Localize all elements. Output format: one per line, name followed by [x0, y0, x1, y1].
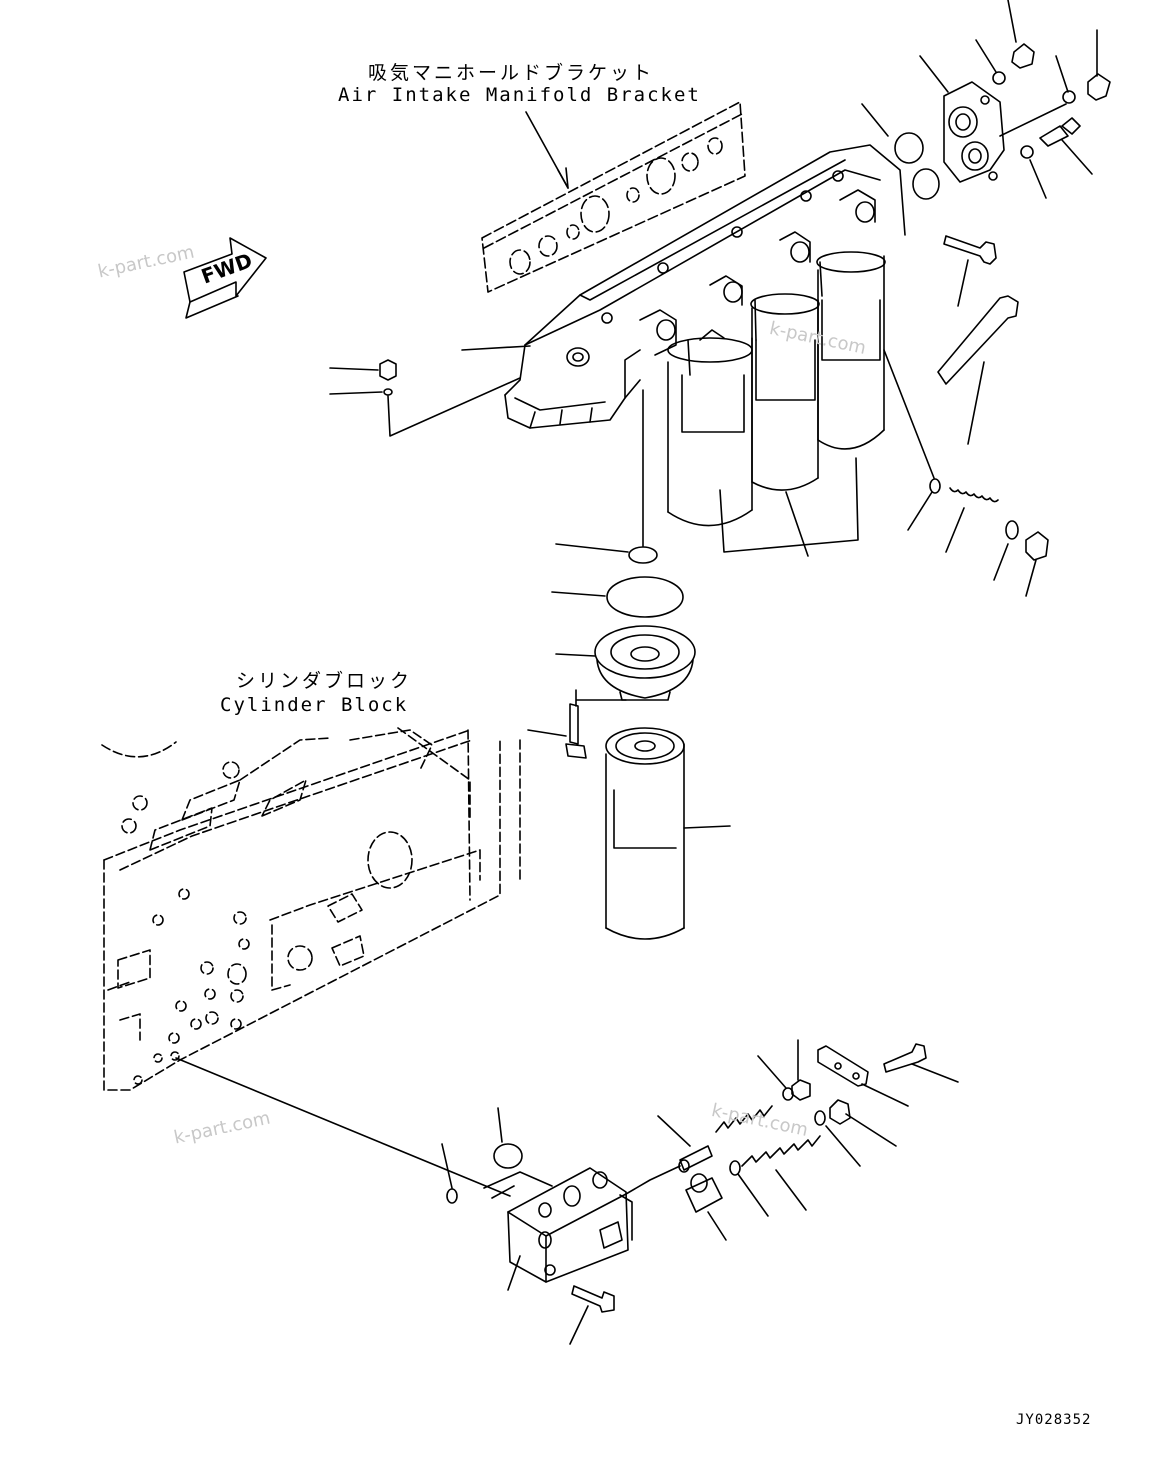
- drawing-code: JY028352: [1016, 1412, 1092, 1428]
- valve-cover-bolt: [883, 1043, 959, 1083]
- air-intake-bracket-label-jp: 吸気マニホールドブラケット: [368, 62, 655, 84]
- cylinder-block-label-jp: シリンダブロック: [236, 670, 413, 692]
- valve-sleeve: [685, 1173, 727, 1241]
- top-right-small-parts: [992, 43, 1111, 159]
- valve-plugs: [791, 1039, 897, 1147]
- filter-adapter: [555, 625, 696, 701]
- filter-head-housing: [504, 144, 906, 429]
- filter-seal: [555, 389, 658, 564]
- bolt-upper: [943, 235, 997, 307]
- block-to-valve-leader: [175, 1057, 511, 1197]
- adapter-bolt: [527, 689, 627, 759]
- bracket-label-leader: [525, 111, 569, 189]
- drain-plug: [329, 359, 521, 437]
- housing-leader: [461, 345, 531, 351]
- side-cover-plate: [943, 81, 1005, 183]
- fwd-arrow-icon: [183, 237, 267, 319]
- spin-on-filter: [605, 727, 731, 940]
- top-right-leaders: [861, 0, 1098, 199]
- valve-o-ring-small: [441, 1143, 458, 1204]
- filter-canister-1: [667, 329, 753, 527]
- valve-cover-plate: [817, 1045, 909, 1107]
- canister-group-leader: [719, 457, 859, 557]
- filter-canister-3: [816, 251, 886, 450]
- valve-body-bolt: [569, 1285, 615, 1345]
- cylinder-block: [101, 727, 521, 1091]
- air-intake-bracket-label-en: Air Intake Manifold Bracket: [338, 84, 701, 106]
- cover-o-rings: [894, 132, 940, 200]
- valve-springs: [715, 1105, 821, 1211]
- air-intake-manifold-bracket: [481, 101, 746, 293]
- valve-plunger: [625, 1115, 713, 1195]
- cylinder-block-label-en: Cylinder Block: [220, 694, 409, 716]
- valve-body: [507, 1167, 633, 1291]
- bolt-long: [937, 295, 1019, 445]
- valve-o-ring-large: [483, 1107, 553, 1199]
- filter-gasket: [551, 576, 684, 618]
- relief-valve-parts: [883, 349, 1049, 597]
